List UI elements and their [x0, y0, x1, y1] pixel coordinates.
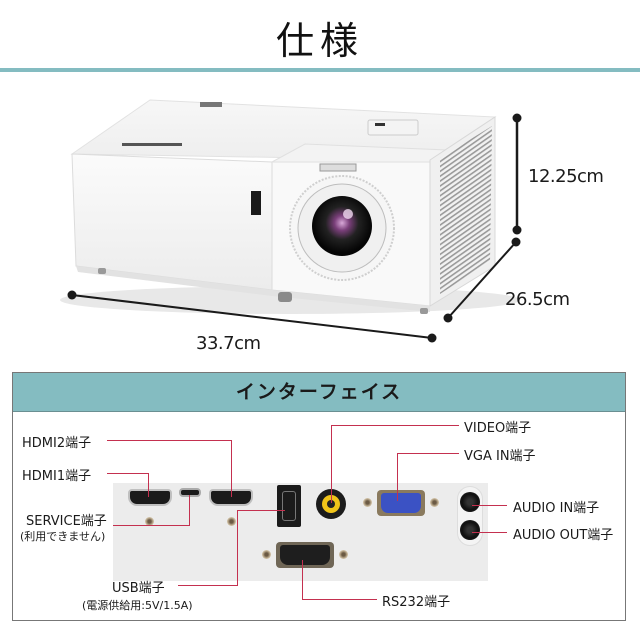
hdmi2-label: HDMI2端子	[22, 436, 92, 451]
service-port-icon	[179, 488, 201, 497]
vga-port-icon	[361, 490, 441, 516]
rs232-port-icon	[262, 542, 350, 568]
audio-out-label: AUDIO OUT端子	[513, 528, 614, 543]
usb-label: USB端子	[112, 581, 165, 596]
video-label: VIDEO端子	[464, 421, 532, 436]
audio-in-port-icon	[460, 492, 480, 512]
dimension-height-label: 12.25cm	[528, 166, 604, 187]
usb-note: (電源供給用:5V/1.5A)	[82, 599, 193, 612]
title-divider	[0, 68, 640, 72]
vga-in-label: VGA IN端子	[464, 449, 536, 464]
dimension-width-label: 33.7cm	[196, 333, 261, 354]
video-port-icon	[316, 489, 346, 519]
audio-out-port-icon	[460, 520, 480, 540]
projector-image	[60, 99, 522, 343]
service-note: (利用できません)	[20, 530, 106, 543]
screw-icon	[227, 517, 236, 526]
audio-in-label: AUDIO IN端子	[513, 501, 600, 516]
dimension-depth-label: 26.5cm	[505, 289, 570, 310]
rs232-label: RS232端子	[382, 595, 451, 610]
service-label: SERVICE端子	[26, 514, 107, 529]
usb-port-icon	[277, 485, 301, 527]
interface-panel-header: インターフェイス	[13, 373, 625, 412]
projector-illustration-icon	[60, 99, 522, 343]
hdmi1-label: HDMI1端子	[22, 469, 92, 484]
screw-icon	[145, 517, 154, 526]
page-title: 仕様	[275, 19, 364, 63]
hdmi1-port-icon	[128, 489, 172, 506]
